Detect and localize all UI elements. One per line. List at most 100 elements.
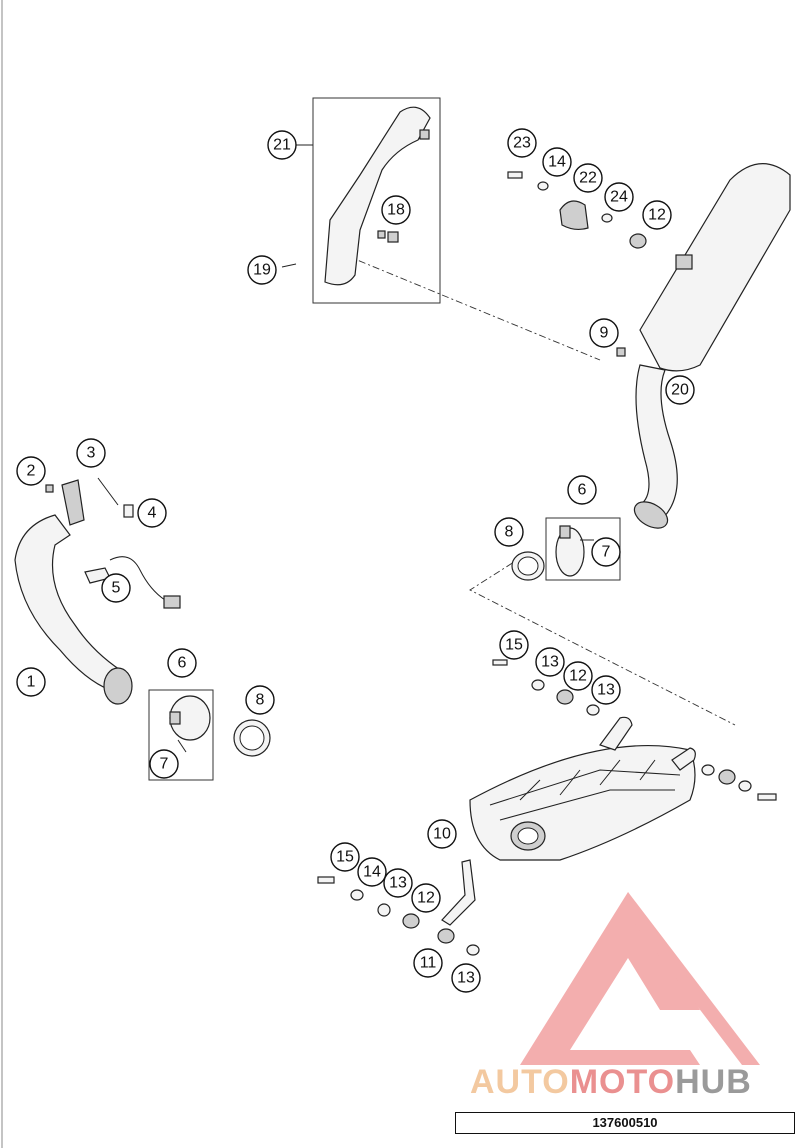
svg-text:21: 21: [273, 137, 291, 154]
gasket-3: [97, 477, 119, 506]
svg-text:7: 7: [602, 544, 611, 561]
clamp-box-lower: [148, 689, 214, 781]
washer-14b: [350, 889, 364, 901]
svg-text:13: 13: [597, 682, 615, 699]
silencer-inlet-bore: [517, 827, 539, 845]
callout-20: 20: [665, 375, 695, 405]
callout-5: 5: [101, 573, 131, 603]
lambda-sensor-cable: [109, 556, 166, 601]
silencer-rib-b: [499, 789, 675, 821]
svg-text:20: 20: [671, 382, 689, 399]
silencer-mount-rear: [671, 747, 696, 771]
callout-13-bottom: 13: [451, 963, 481, 993]
callout-1: 1: [16, 667, 46, 697]
svg-text:23: 23: [513, 135, 531, 152]
svg-text:4: 4: [148, 505, 157, 522]
svg-text:13: 13: [457, 970, 475, 987]
callout-8-lower: 8: [245, 685, 275, 715]
header-pipe-outlet: [103, 667, 133, 705]
bracket-22: [559, 200, 589, 231]
header-pipe: [14, 514, 130, 691]
svg-text:8: 8: [505, 524, 514, 541]
svg-text:7: 7: [160, 756, 169, 773]
bolt-rear: [757, 793, 777, 801]
callout-8-upper: 8: [494, 517, 524, 547]
heat-shield: [324, 106, 431, 286]
callout-12-right: 12: [563, 661, 593, 691]
callout-14-left: 14: [357, 857, 387, 887]
screw-19: [281, 263, 297, 268]
svg-text:22: 22: [579, 170, 597, 187]
svg-text:6: 6: [178, 655, 187, 672]
svg-text:1: 1: [27, 674, 36, 691]
svg-text:5: 5: [112, 580, 121, 597]
svg-text:18: 18: [387, 202, 405, 219]
silencer-cross-ribs: [519, 759, 656, 801]
rear-silencer: [639, 163, 791, 372]
callout-10: 10: [427, 819, 457, 849]
seal-ring-8-lower-inner: [239, 725, 265, 751]
svg-text:10: 10: [433, 826, 451, 843]
grommet-12a: [629, 233, 647, 249]
clamp-6-upper-lock: [559, 525, 571, 539]
callout-13-right-a: 13: [535, 647, 565, 677]
callout-3: 3: [76, 438, 106, 468]
callout-12-left: 12: [411, 883, 441, 913]
brand-word-hub: HUB: [675, 1063, 752, 1101]
grommet-rear: [718, 769, 736, 785]
seal-ring-8-upper-inner: [517, 556, 539, 576]
washer-rear-a: [701, 764, 715, 776]
main-silencer: [469, 745, 696, 861]
brand-word-auto: AUTO: [470, 1063, 570, 1101]
svg-text:6: 6: [578, 482, 587, 499]
svg-text:19: 19: [253, 262, 271, 279]
callout-13-left: 13: [383, 868, 413, 898]
callout-2: 2: [16, 456, 46, 486]
grommet-12b: [556, 689, 574, 705]
brand-word-moto: MOTO: [569, 1063, 676, 1101]
svg-text:15: 15: [336, 849, 354, 866]
svg-text:14: 14: [548, 154, 566, 171]
callout-6-upper: 6: [567, 475, 597, 505]
callout-4: 4: [137, 498, 167, 528]
svg-text:8: 8: [256, 692, 265, 709]
callout-12-top: 12: [642, 200, 672, 230]
callout-24: 24: [604, 182, 634, 212]
lambda-sensor-plug: [163, 595, 181, 609]
svg-text:3: 3: [87, 445, 96, 462]
washer-14a: [537, 181, 549, 191]
spacer-4: [123, 504, 134, 518]
svg-text:24: 24: [610, 189, 628, 206]
header-flange: [61, 479, 85, 526]
svg-text:14: 14: [363, 864, 381, 881]
callout-22: 22: [573, 163, 603, 193]
svg-text:13: 13: [389, 875, 407, 892]
heat-shield-clip-a: [419, 129, 430, 140]
svg-text:13: 13: [541, 654, 559, 671]
drawing-number: 137600510: [455, 1112, 795, 1134]
svg-text:12: 12: [417, 890, 435, 907]
washer-13b: [586, 704, 600, 716]
assembly-line-silencer: [469, 554, 736, 726]
callout-7-lower: 7: [149, 749, 179, 779]
grommet-12c: [402, 913, 420, 929]
bolt-15a: [492, 659, 508, 666]
svg-text:9: 9: [600, 325, 609, 342]
watermark-logo: [520, 892, 760, 1065]
callout-18: 18: [381, 195, 411, 225]
callout-14-top: 14: [542, 147, 572, 177]
svg-text:12: 12: [569, 668, 587, 685]
silencer-mount-front: [599, 716, 633, 751]
assembly-line-heatshield: [344, 254, 601, 361]
callout-15-left: 15: [330, 842, 360, 872]
callout-21: 21: [267, 130, 297, 160]
svg-text:12: 12: [648, 207, 666, 224]
washer-24: [601, 213, 613, 223]
bolt-7-lower: [177, 739, 187, 753]
heat-shield-clip-b: [387, 231, 399, 243]
nut-9: [616, 347, 626, 357]
washer-13c: [377, 903, 391, 917]
callout-9: 9: [589, 318, 619, 348]
heat-shield-clip-c: [377, 230, 386, 239]
